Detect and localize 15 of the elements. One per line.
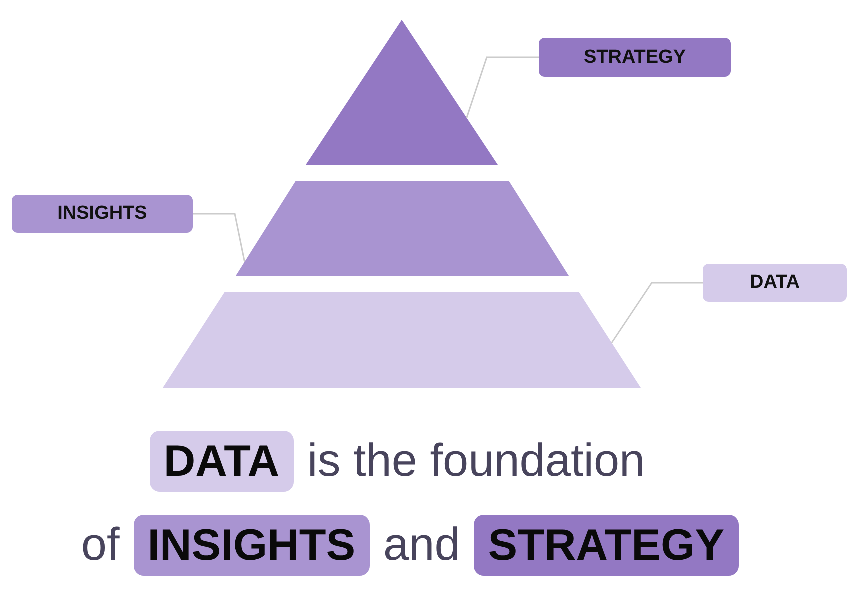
highlighted-word: INSIGHTS	[134, 515, 370, 576]
caption-text: and	[384, 520, 460, 566]
highlighted-word: DATA	[150, 431, 294, 492]
pyramid-middle-tier	[236, 181, 569, 276]
callout-label: INSIGHTS	[12, 195, 193, 233]
pyramid-apex	[306, 20, 498, 165]
leader-line	[611, 282, 703, 344]
callout-label: STRATEGY	[539, 38, 731, 77]
callout-label: DATA	[703, 264, 847, 302]
leader-line	[193, 213, 246, 262]
caption-text: is the foundation	[308, 436, 646, 482]
leader-line	[466, 56, 539, 118]
pyramid-base-tier	[163, 292, 641, 388]
highlighted-word: STRATEGY	[474, 515, 739, 576]
caption-text: of	[81, 520, 120, 566]
